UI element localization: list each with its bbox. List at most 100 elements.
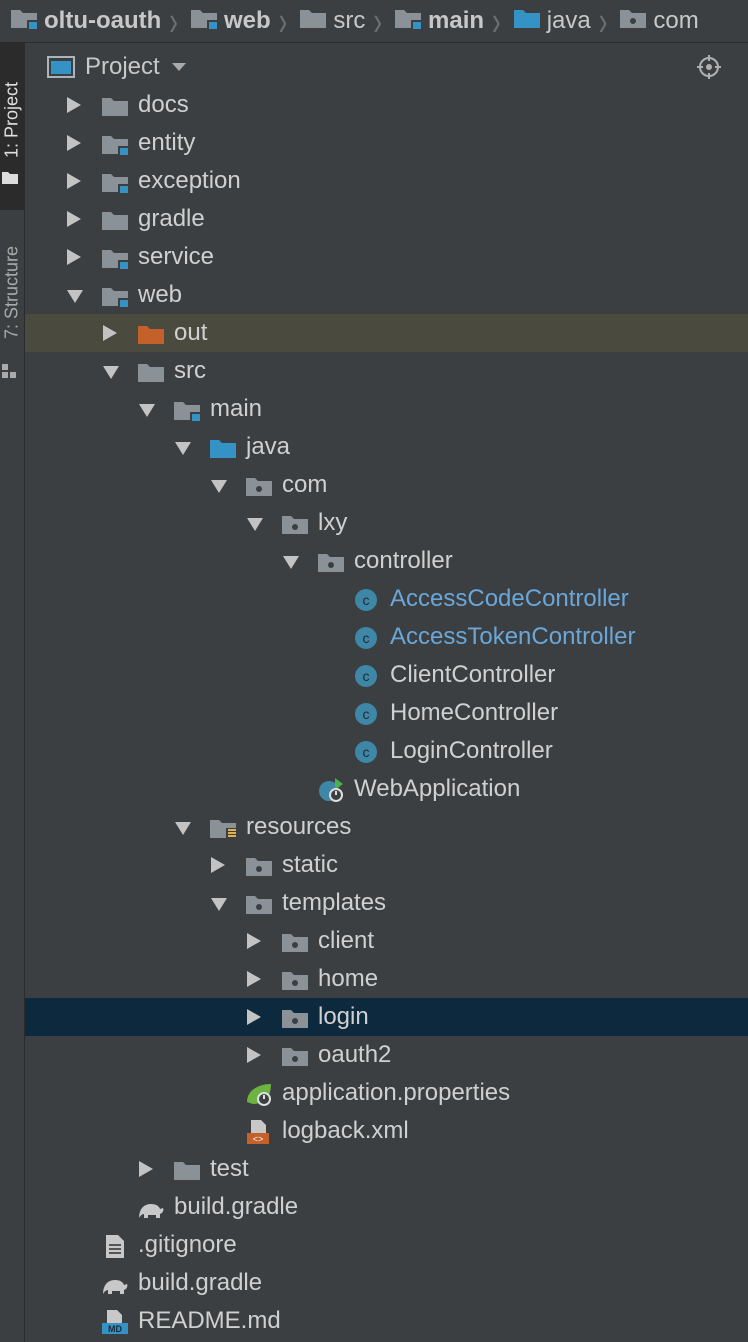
project-view-icon — [47, 56, 75, 78]
locate-file-icon[interactable] — [697, 55, 721, 79]
expand-arrow-down-icon[interactable] — [175, 822, 191, 835]
folder-icon — [101, 208, 129, 232]
package-icon — [281, 968, 309, 992]
expand-arrow-right-icon[interactable] — [67, 211, 81, 227]
tree-node-build-gradle[interactable]: build.gradle — [25, 1264, 748, 1302]
tree-node-exception[interactable]: exception — [25, 162, 748, 200]
breadcrumb-label: oltu-oauth — [44, 7, 162, 34]
tree-node-label: main — [210, 395, 263, 422]
resources-folder-icon — [209, 816, 237, 840]
tree-node-entity[interactable]: entity — [25, 124, 748, 162]
project-tool-tab[interactable]: 1: Project — [1, 81, 22, 159]
expand-arrow-down-icon[interactable] — [103, 366, 119, 379]
tree-node-src[interactable]: src — [25, 352, 748, 390]
svg-text:c: c — [363, 630, 370, 646]
tree-node-oauth2[interactable]: oauth2 — [25, 1036, 748, 1074]
structure-tool-tab[interactable]: 7: Structure — [1, 245, 22, 339]
tree-node-webapplication[interactable]: WebApplication — [25, 770, 748, 808]
package-icon — [281, 1006, 309, 1030]
breadcrumb-item[interactable]: web — [180, 0, 277, 42]
expand-arrow-right-icon[interactable] — [67, 97, 81, 113]
expand-arrow-down-icon[interactable] — [211, 480, 227, 493]
tree-node-lxy[interactable]: lxy — [25, 504, 748, 542]
view-dropdown-icon[interactable] — [171, 63, 186, 71]
tree-node-out[interactable]: out — [25, 314, 748, 352]
tree-node-service[interactable]: service — [25, 238, 748, 276]
expand-arrow-down-icon[interactable] — [283, 556, 299, 569]
tree-node-label: gradle — [138, 205, 205, 232]
tree-node-web[interactable]: web — [25, 276, 748, 314]
expand-arrow-down-icon[interactable] — [211, 898, 227, 911]
expand-arrow-down-icon[interactable] — [247, 518, 263, 531]
tree-node-gradle[interactable]: gradle — [25, 200, 748, 238]
package-icon — [281, 1044, 309, 1068]
tree-node--gitignore[interactable]: .gitignore — [25, 1226, 748, 1264]
tree-node-templates[interactable]: templates — [25, 884, 748, 922]
tree-node-client[interactable]: client — [25, 922, 748, 960]
tree-node-logback-xml[interactable]: <> logback.xml — [25, 1112, 748, 1150]
tree-node-label: home — [318, 965, 379, 992]
tree-node-com[interactable]: com — [25, 466, 748, 504]
project-panel-header: Project — [25, 43, 748, 91]
expand-arrow-down-icon[interactable] — [67, 290, 83, 303]
expand-arrow-right-icon[interactable] — [67, 249, 81, 265]
tree-node-static[interactable]: static — [25, 846, 748, 884]
breadcrumb-item[interactable]: src — [289, 0, 371, 42]
expand-arrow-right-icon[interactable] — [247, 1047, 261, 1063]
expand-arrow-down-icon[interactable] — [175, 442, 191, 455]
expand-arrow-right-icon[interactable] — [247, 1009, 261, 1025]
package-icon — [245, 474, 273, 498]
breadcrumb-item[interactable]: main — [384, 0, 490, 42]
tree-node-docs[interactable]: docs — [25, 86, 748, 124]
expand-arrow-right-icon[interactable] — [139, 1161, 153, 1177]
tree-node-controller[interactable]: controller — [25, 542, 748, 580]
tree-node-label: exception — [138, 167, 241, 194]
tree-node-resources[interactable]: resources — [25, 808, 748, 846]
class-icon: c — [353, 702, 381, 726]
tree-node-login[interactable]: login — [25, 998, 748, 1036]
tree-node-home[interactable]: home — [25, 960, 748, 998]
module-folder-icon — [394, 6, 422, 37]
svg-text:c: c — [363, 668, 370, 684]
breadcrumb-item[interactable]: oltu-oauth — [0, 0, 167, 42]
expand-arrow-right-icon[interactable] — [211, 857, 225, 873]
tree-node-label: application.properties — [282, 1079, 511, 1106]
breadcrumb-label: main — [428, 7, 485, 34]
tree-node-label: logback.xml — [282, 1117, 409, 1144]
tree-node-build-gradle[interactable]: build.gradle — [25, 1188, 748, 1226]
folder-icon — [173, 1158, 201, 1182]
expand-arrow-right-icon[interactable] — [247, 933, 261, 949]
text-file-icon — [101, 1234, 129, 1258]
folder-icon — [2, 172, 18, 184]
expand-arrow-right-icon[interactable] — [103, 325, 117, 341]
svg-text:c: c — [363, 706, 370, 722]
xml-file-icon: <> — [245, 1120, 273, 1145]
breadcrumb-item[interactable]: java — [503, 0, 597, 42]
tree-node-label: login — [318, 1003, 369, 1030]
expand-arrow-down-icon[interactable] — [139, 404, 155, 417]
breadcrumb-item[interactable]: com — [609, 0, 704, 42]
tree-node-main[interactable]: main — [25, 390, 748, 428]
expand-arrow-right-icon[interactable] — [67, 135, 81, 151]
source-folder-icon — [513, 6, 541, 37]
expand-arrow-right-icon[interactable] — [247, 971, 261, 987]
tree-node-java[interactable]: java — [25, 428, 748, 466]
class-icon: c — [353, 626, 381, 650]
tree-node-label: LoginController — [390, 737, 553, 764]
tree-node-test[interactable]: test — [25, 1150, 748, 1188]
tree-node-label: service — [138, 243, 215, 270]
panel-title[interactable]: Project — [85, 53, 160, 80]
tree-node-label: templates — [282, 889, 387, 916]
tree-node-application-properties[interactable]: application.properties — [25, 1074, 748, 1112]
tree-node-label: lxy — [318, 509, 348, 536]
folder-icon — [299, 6, 327, 37]
expand-arrow-right-icon[interactable] — [67, 173, 81, 189]
breadcrumb-label: src — [333, 7, 366, 34]
